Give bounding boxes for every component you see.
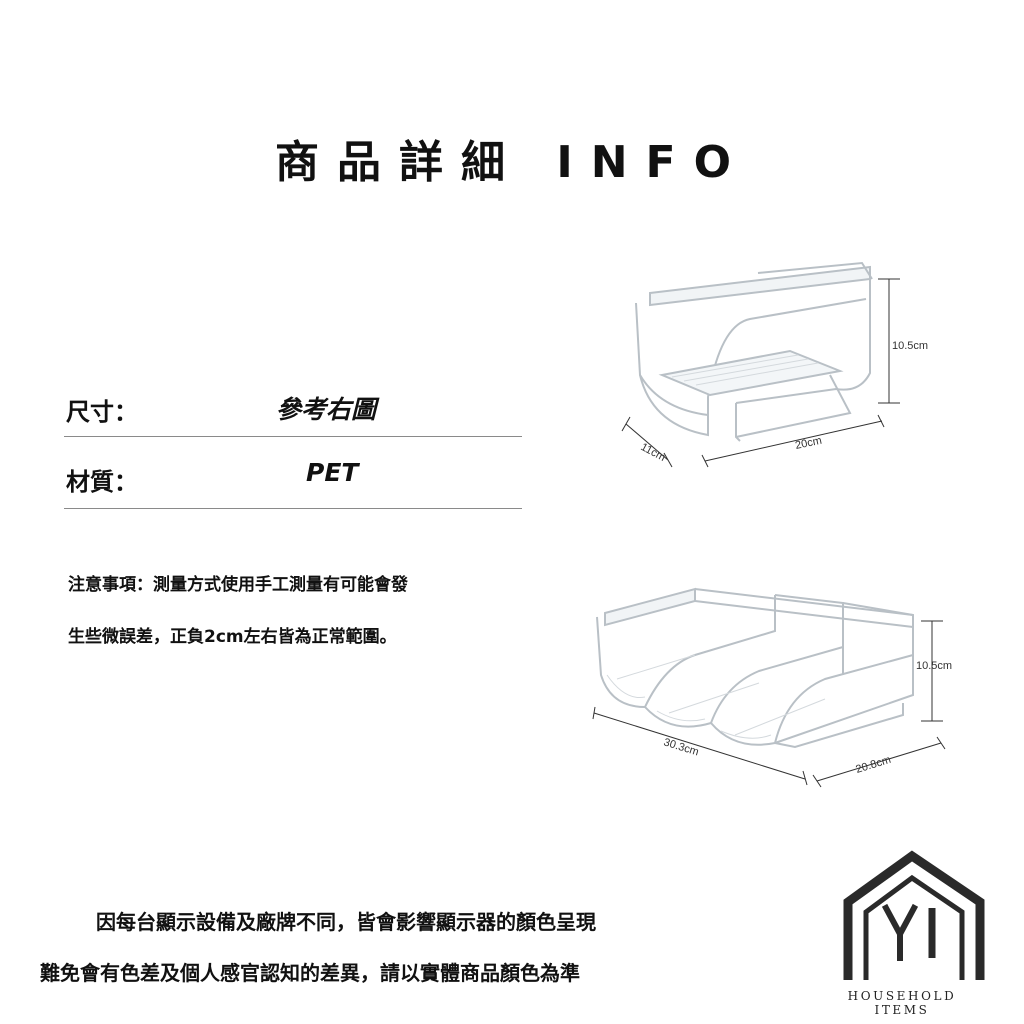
divider	[64, 508, 522, 509]
size-value: 參考右圖	[276, 395, 377, 424]
single-width-label: 20cm	[794, 435, 823, 452]
material-label: 材質：	[66, 468, 138, 496]
material-value: PET	[306, 458, 359, 487]
size-label: 尺寸：	[66, 398, 138, 426]
note-line-2: 生些微誤差，正負2cm左右皆為正常範圍。	[68, 627, 397, 647]
disclaimer-line-2: 難免會有色差及個人感官認知的差異，請以實體商品顏色為準	[40, 961, 580, 985]
single-height-label: 10.5cm	[892, 340, 928, 352]
single-depth-label: 11cm	[639, 441, 668, 464]
logo-text: HOUSEHOLD ITEMS	[847, 989, 957, 1017]
page-title: 商品詳細 INFO	[275, 137, 749, 188]
triple-width-label: 30.3cm	[662, 736, 700, 758]
house-logo-icon	[843, 850, 985, 980]
triple-height-label: 10.5cm	[916, 660, 952, 672]
single-rack-illustration: 10.5cm 11cm 20cm	[621, 261, 928, 468]
note-line-1: 注意事項：測量方式使用手工測量有可能會發	[68, 575, 408, 595]
triple-rack-illustration: 10.5cm 30.3cm 20.8cm	[592, 587, 952, 788]
triple-depth-label: 20.8cm	[854, 754, 892, 776]
disclaimer-line-1: 因每台顯示設備及廠牌不同，皆會影響顯示器的顏色呈現	[96, 910, 596, 934]
divider	[64, 436, 522, 437]
